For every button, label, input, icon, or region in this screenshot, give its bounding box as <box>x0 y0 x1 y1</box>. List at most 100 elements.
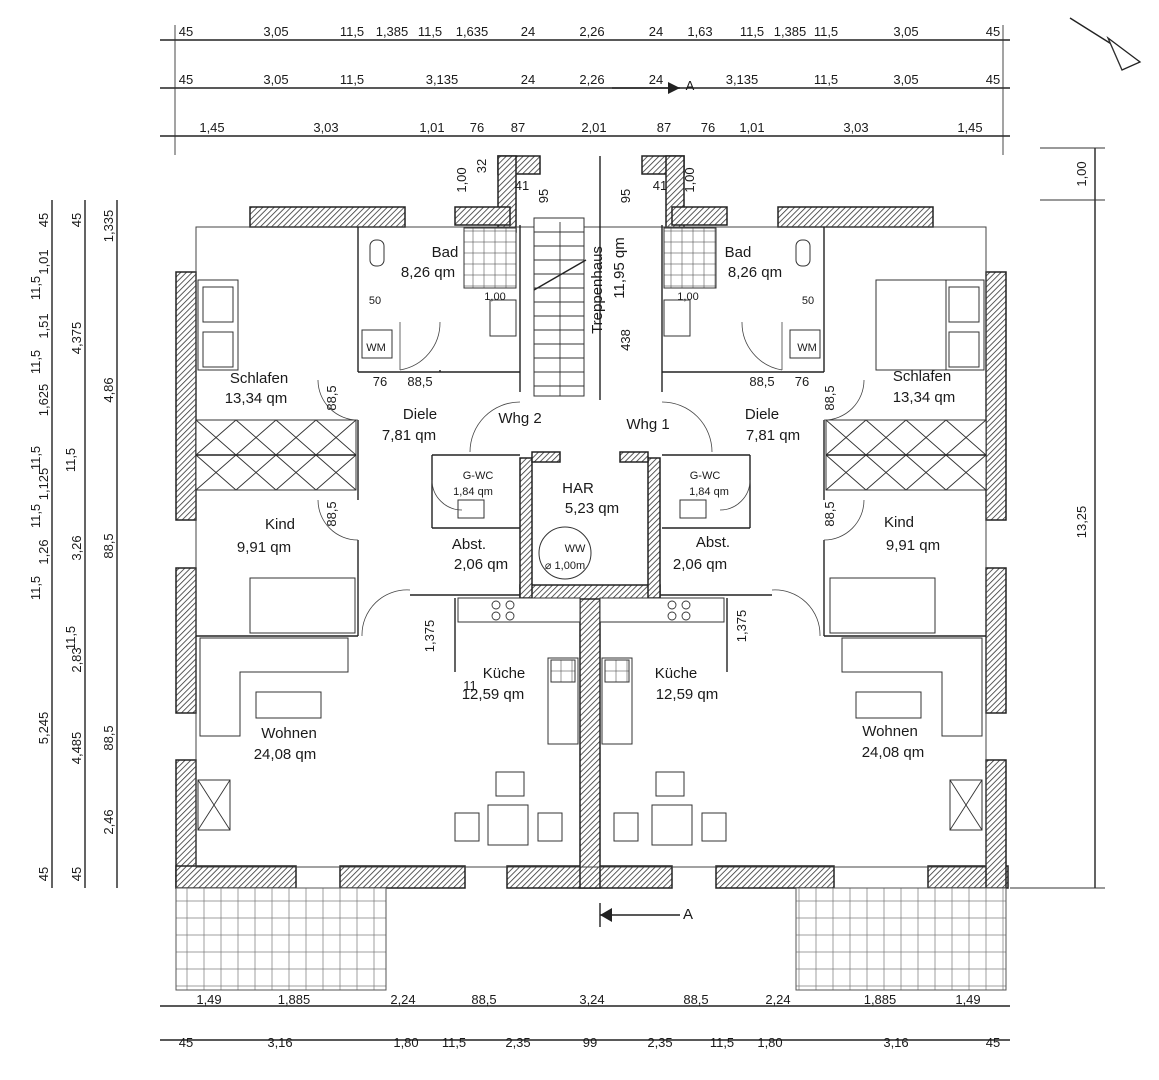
bad-right-area: 8,26 qm <box>728 264 782 281</box>
gwc-left-name: G-WC <box>463 470 494 482</box>
wardrobes <box>195 419 987 491</box>
dim-l2-2: 11,5 <box>63 448 78 472</box>
abst-right-area: 2,06 qm <box>673 556 727 573</box>
dim-t1-10: 11,5 <box>740 24 764 39</box>
dim-r-1: 13,25 <box>1074 506 1089 539</box>
dim-l2-3: 3,26 <box>69 535 84 560</box>
bad-right-tag2: 50 <box>802 295 814 307</box>
dim-b2-3: 11,5 <box>442 1035 466 1050</box>
dim-t2-10: 3,05 <box>893 72 918 87</box>
dim-i-17: 11 <box>463 678 477 693</box>
dim-t1-7: 2,26 <box>579 24 604 39</box>
dim-bottom-row1: 1,49 1,885 2,24 88,5 3,24 88,5 2,24 1,88… <box>196 992 980 1007</box>
room-labels-left: Bad 8,26 qm 1,00 50 WM Schlafen 13,34 qm… <box>225 244 526 763</box>
dim-i-12: 88,5 <box>324 501 339 526</box>
dim-l1-9: 1,26 <box>36 539 51 564</box>
dim-t2-2: 11,5 <box>340 72 364 87</box>
section-markers <box>599 82 680 927</box>
ww-label: WW <box>565 543 586 555</box>
dim-l1-6: 11,5 <box>28 446 43 470</box>
dim-i-16: 1,375 <box>734 610 749 643</box>
dim-i-2: 41 <box>515 178 529 193</box>
schlafen-right-area: 13,34 qm <box>893 389 956 406</box>
dim-top-row3: 1,45 3,03 1,01 76 87 2,01 87 76 1,01 3,0… <box>199 120 982 135</box>
dim-l1-10: 11,5 <box>28 576 43 600</box>
dim-b2-10: 45 <box>986 1035 1000 1050</box>
diele-left-area: 7,81 qm <box>382 427 436 444</box>
dim-l1-11: 5,245 <box>36 712 51 745</box>
dim-t3-0: 1,45 <box>199 120 224 135</box>
wohnen-right-name: Wohnen <box>862 723 918 740</box>
dim-i-10: 76 <box>795 374 809 389</box>
dim-t1-6: 24 <box>521 24 535 39</box>
dim-l1-4: 11,5 <box>28 350 43 374</box>
dim-l2-6: 4,485 <box>69 732 84 765</box>
dim-t2-9: 11,5 <box>814 72 838 87</box>
dim-l1-12: 45 <box>36 867 51 881</box>
dim-i-5: 41 <box>653 178 667 193</box>
dim-t3-8: 1,01 <box>739 120 764 135</box>
dim-l1-2: 11,5 <box>28 276 43 300</box>
abst-left-area: 2,06 qm <box>454 556 508 573</box>
stair-dim: 438 <box>618 329 633 351</box>
bathroom-fixtures <box>361 227 821 519</box>
dining-tables <box>454 771 727 846</box>
dim-t1-8: 24 <box>649 24 663 39</box>
wohnen-left-name: Wohnen <box>261 725 317 742</box>
dim-t2-8: 3,135 <box>726 72 759 87</box>
whg1-label: Whg 1 <box>626 416 669 433</box>
wm-right: WM <box>797 342 817 354</box>
dim-l2-1: 4,375 <box>69 322 84 355</box>
dim-b1-2: 2,24 <box>390 992 415 1007</box>
dim-t2-7: A <box>686 78 695 93</box>
dim-b1-8: 1,49 <box>955 992 980 1007</box>
har-name: HAR <box>562 480 594 497</box>
dim-b2-6: 2,35 <box>647 1035 672 1050</box>
dim-b2-5: 99 <box>583 1035 597 1050</box>
dim-t3-1: 3,03 <box>313 120 338 135</box>
dim-l1-3: 1,51 <box>36 313 51 338</box>
interior-walls <box>195 225 987 868</box>
dim-interior: 1,00 32 41 95 95 41 1,00 76 88,5 88,5 76… <box>324 159 837 693</box>
diele-left-name: Diele <box>403 406 437 423</box>
dim-i-9: 88,5 <box>749 374 774 389</box>
kueche-left-name: Küche <box>483 665 526 682</box>
north-arrow-icon <box>1069 17 1142 71</box>
dim-b2-0: 45 <box>179 1035 193 1050</box>
diele-right-name: Diele <box>745 406 779 423</box>
terraces <box>175 887 1007 991</box>
dim-top-row2: 45 3,05 11,5 3,135 24 2,26 24 A 3,135 11… <box>179 72 1000 93</box>
dim-i-4: 95 <box>618 189 633 203</box>
dim-t2-1: 3,05 <box>263 72 288 87</box>
bad-left-name: Bad <box>432 244 459 261</box>
dim-t1-2: 11,5 <box>340 24 364 39</box>
dim-t3-6: 87 <box>657 120 671 135</box>
dim-t1-13: 3,05 <box>893 24 918 39</box>
schlafen-left-area: 13,34 qm <box>225 390 288 407</box>
treppenhaus-label: Treppenhaus <box>589 246 606 334</box>
dim-t2-4: 24 <box>521 72 535 87</box>
dim-b2-9: 3,16 <box>883 1035 908 1050</box>
bad-right-tag: 1,00 <box>677 291 698 303</box>
dim-b2-4: 2,35 <box>505 1035 530 1050</box>
bad-right-name: Bad <box>725 244 752 261</box>
diele-right-area: 7,81 qm <box>746 427 800 444</box>
dim-b2-7: 11,5 <box>710 1035 734 1050</box>
dim-t1-11: 1,385 <box>774 24 807 39</box>
dim-l2-7: 45 <box>69 867 84 881</box>
dim-t1-4: 11,5 <box>418 24 442 39</box>
dim-i-14: 88,5 <box>822 501 837 526</box>
dim-t1-5: 1,635 <box>456 24 489 39</box>
kind-left-name: Kind <box>265 516 295 533</box>
exterior-walls <box>175 155 1009 889</box>
dim-t2-6: 24 <box>649 72 663 87</box>
dim-t2-0: 45 <box>179 72 193 87</box>
dim-i-3: 95 <box>536 189 551 203</box>
dim-t3-9: 3,03 <box>843 120 868 135</box>
treppenhaus-area: 11,95 qm <box>611 237 628 298</box>
dim-r-0: 1,00 <box>1074 161 1089 186</box>
dim-i-1: 32 <box>474 159 489 173</box>
dim-t3-2: 1,01 <box>419 120 444 135</box>
dim-t2-3: 3,135 <box>426 72 459 87</box>
dim-b1-5: 88,5 <box>683 992 708 1007</box>
